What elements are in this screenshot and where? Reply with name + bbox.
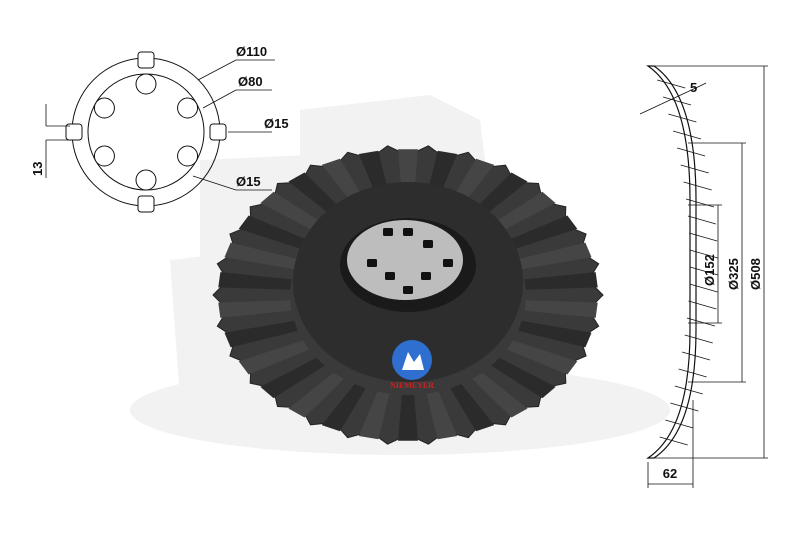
edge-slot bbox=[137, 195, 155, 213]
profile-rib bbox=[657, 79, 686, 89]
rim-flute bbox=[224, 320, 298, 348]
leader-hole-diameter bbox=[192, 175, 237, 191]
rim-flute bbox=[260, 191, 325, 233]
hub-hole bbox=[383, 228, 393, 236]
label-diameter-325: Ø325 bbox=[726, 258, 741, 290]
profile-rib bbox=[681, 351, 711, 361]
rim-flute bbox=[358, 391, 390, 440]
profile-rib bbox=[685, 198, 715, 208]
brand-logo: NIEMEYER bbox=[390, 340, 434, 390]
rim-flute bbox=[398, 394, 418, 441]
rim-flute bbox=[491, 357, 556, 399]
profile-rib bbox=[684, 334, 713, 344]
label-slot-depth: 13 bbox=[30, 162, 45, 176]
profile-rib bbox=[689, 283, 718, 293]
brand-logo-text: NIEMEYER bbox=[390, 381, 434, 390]
label-bolt-circle: Ø80 bbox=[238, 74, 263, 89]
bolt-hole bbox=[135, 169, 157, 191]
rim-flute bbox=[506, 340, 578, 375]
disc-front-view: NIEMEYER bbox=[212, 145, 604, 445]
hub-hole bbox=[443, 259, 453, 267]
profile-ribs bbox=[657, 79, 719, 446]
profile-rib bbox=[659, 436, 688, 446]
profile-rib bbox=[670, 402, 699, 412]
bolt-holes bbox=[93, 73, 199, 191]
profile-rib bbox=[683, 181, 712, 191]
rim-flute bbox=[288, 172, 344, 218]
bolt-hole bbox=[135, 73, 157, 95]
rim-flute bbox=[321, 384, 366, 432]
rim-flute bbox=[450, 384, 495, 432]
rim-flute bbox=[506, 215, 578, 250]
label-slot-width: Ø15 bbox=[264, 116, 289, 131]
bolt-hole bbox=[93, 145, 115, 167]
edge-slot bbox=[65, 123, 83, 141]
profile-rib bbox=[680, 164, 709, 174]
rim-flute bbox=[491, 191, 556, 233]
edge-slot bbox=[209, 123, 227, 141]
rim-flute bbox=[524, 272, 598, 290]
rim-flute bbox=[224, 242, 298, 270]
label-outer-diameter: Ø110 bbox=[236, 44, 267, 59]
hub-hole bbox=[385, 272, 395, 280]
hub-bolt-holes bbox=[367, 228, 453, 294]
bolt-hole bbox=[177, 145, 199, 167]
profile-rib bbox=[662, 96, 692, 106]
hub-hole bbox=[403, 286, 413, 294]
rim-flute bbox=[238, 215, 310, 250]
hub-hole bbox=[423, 240, 433, 248]
hub-hole bbox=[421, 272, 431, 280]
rim-flute bbox=[218, 300, 292, 318]
bolt-hole bbox=[177, 97, 199, 119]
rim-flute bbox=[288, 372, 344, 418]
rim-flute bbox=[238, 340, 310, 375]
edge-slot bbox=[137, 51, 155, 69]
leader-outer-diameter bbox=[197, 59, 237, 81]
rim-flute bbox=[472, 172, 528, 218]
hole-pattern-view: Ø110 Ø80 Ø15 Ø15 13 bbox=[30, 44, 289, 213]
profile-rib bbox=[665, 419, 694, 429]
disc-side-profile: 5 62 Ø152 Ø325 Ø508 bbox=[639, 65, 768, 488]
rim-flute bbox=[472, 372, 528, 418]
profile-rib bbox=[688, 300, 717, 310]
profile-rib bbox=[672, 130, 702, 140]
hub-hole bbox=[403, 228, 413, 236]
label-diameter-152: Ø152 bbox=[702, 254, 717, 286]
label-diameter-508: Ø508 bbox=[748, 258, 763, 290]
rim-flute bbox=[518, 242, 592, 270]
rim-flute bbox=[518, 320, 592, 348]
profile-rib bbox=[674, 385, 703, 395]
profile-rib bbox=[668, 113, 697, 123]
label-depth: 62 bbox=[663, 466, 677, 481]
profile-rib bbox=[686, 317, 715, 327]
rim-flute bbox=[426, 391, 458, 440]
rim-flute bbox=[218, 272, 292, 290]
leader-bolt-circle bbox=[202, 89, 237, 109]
profile-rib bbox=[689, 266, 719, 276]
edge-slots bbox=[65, 51, 227, 213]
profile-rib bbox=[689, 249, 718, 259]
profile-rib bbox=[687, 215, 717, 225]
profile-rib bbox=[689, 232, 718, 242]
label-thickness: 5 bbox=[690, 80, 697, 95]
bolt-hole bbox=[93, 97, 115, 119]
profile-rib bbox=[677, 147, 706, 157]
hub-hole bbox=[367, 259, 377, 267]
label-hole-diameter: Ø15 bbox=[236, 174, 261, 189]
rim-flute bbox=[524, 300, 598, 318]
rim-flute bbox=[260, 357, 325, 399]
hub-plate bbox=[347, 220, 463, 300]
profile-rib bbox=[678, 368, 707, 378]
